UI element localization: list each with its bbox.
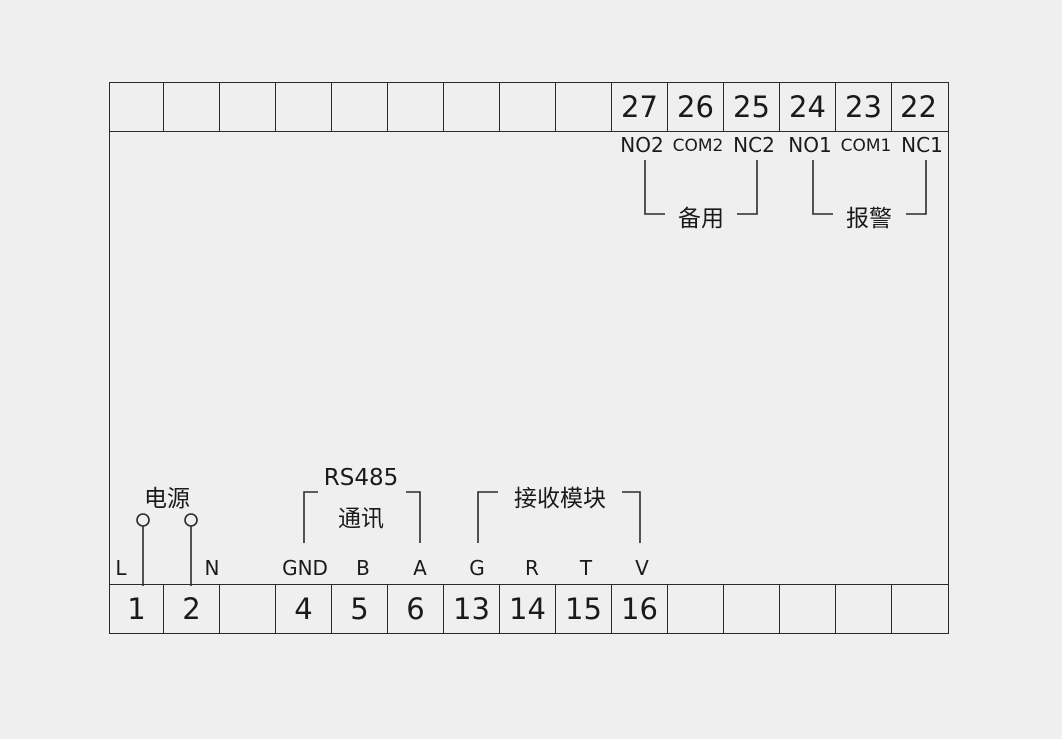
bottom-terminal-cell (668, 585, 724, 633)
bottom-terminal-cell: 4 (276, 585, 332, 633)
bottom-terminal-cell: 2 (164, 585, 220, 633)
group-spare: 备用 (678, 206, 724, 232)
top-terminal-cell (220, 83, 276, 131)
group-alarm: 报警 (846, 206, 892, 232)
top-terminal-cell (164, 83, 220, 131)
signal-l: L (115, 556, 127, 580)
signal-b: B (356, 556, 370, 580)
signal-com1: COM1 (840, 136, 892, 156)
group-rs485: RS485 (323, 465, 399, 491)
bottom-terminal-cell: 5 (332, 585, 388, 633)
signal-a: A (413, 556, 427, 580)
bottom-terminal-cell (892, 585, 945, 633)
signal-g: G (469, 556, 485, 580)
top-terminal-row: 27 26 25 24 23 22 (110, 83, 948, 132)
top-terminal-cell (556, 83, 612, 131)
group-rs485-comm: 通讯 (338, 506, 384, 532)
top-terminal-cell (500, 83, 556, 131)
signal-r: R (525, 556, 539, 580)
group-power: 电源 (144, 486, 190, 512)
top-terminal-cell: 24 (780, 83, 836, 131)
bottom-terminal-cell: 16 (612, 585, 668, 633)
top-terminal-cell (332, 83, 388, 131)
bottom-terminal-cell: 1 (110, 585, 164, 633)
signal-gnd: GND (282, 556, 328, 580)
signal-n: N (204, 556, 220, 580)
top-terminal-cell (110, 83, 164, 131)
bottom-terminal-cell: 15 (556, 585, 612, 633)
bottom-terminal-cell (220, 585, 276, 633)
top-terminal-cell: 23 (836, 83, 892, 131)
signal-nc2: NC2 (733, 133, 775, 157)
bottom-terminal-cell: 14 (500, 585, 556, 633)
signal-t: T (579, 556, 593, 580)
signal-no2: NO2 (620, 133, 664, 157)
group-receiver-module: 接收模块 (514, 486, 606, 512)
signal-no1: NO1 (788, 133, 832, 157)
top-terminal-cell: 26 (668, 83, 724, 131)
top-terminal-cell (444, 83, 500, 131)
bottom-terminal-row: 1 2 4 5 6 13 14 15 16 (110, 584, 948, 633)
signal-v: V (635, 556, 649, 580)
signal-com2: COM2 (672, 136, 724, 156)
bottom-terminal-cell (836, 585, 892, 633)
terminal-panel: 27 26 25 24 23 22 1 2 4 5 6 13 14 15 16 (109, 82, 949, 634)
top-terminal-cell: 22 (900, 90, 937, 124)
top-terminal-cell: 25 (724, 83, 780, 131)
top-terminal-cell (388, 83, 444, 131)
bottom-terminal-cell (724, 585, 780, 633)
signal-nc1: NC1 (901, 133, 943, 157)
bottom-terminal-cell (780, 585, 836, 633)
bottom-terminal-cell: 13 (444, 585, 500, 633)
top-terminal-cell: 27 (612, 83, 668, 131)
top-terminal-cell (276, 83, 332, 131)
bottom-terminal-cell: 6 (388, 585, 444, 633)
